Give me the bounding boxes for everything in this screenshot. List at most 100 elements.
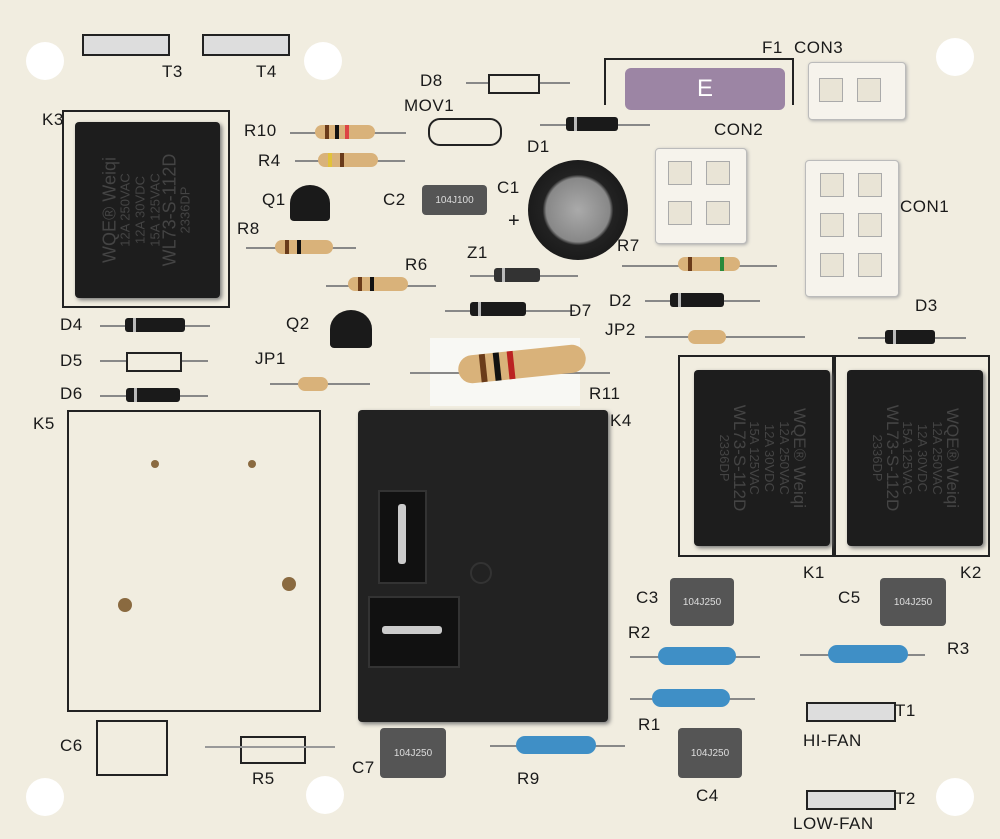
terminal-t3	[82, 34, 170, 56]
relay-model: WL73-S-112D	[882, 404, 902, 512]
relay-k4	[358, 410, 608, 722]
label-r7: R7	[617, 236, 640, 255]
capacitor-c5: 104J250	[880, 578, 946, 626]
resistor-jp1	[298, 377, 328, 391]
resistor-r9	[516, 736, 596, 754]
cap-marking: 104J250	[682, 596, 722, 608]
cap-marking: 104J250	[893, 596, 933, 608]
label-f1: F1	[762, 38, 783, 57]
label-d3: D3	[915, 296, 938, 315]
label-k4: K4	[610, 411, 632, 430]
label-mov1: MOV1	[404, 96, 455, 115]
relay-terminal	[368, 596, 460, 668]
terminal-t4	[202, 34, 290, 56]
pad	[248, 460, 256, 468]
fuse-marking: E	[696, 75, 713, 102]
label-t2: T2	[895, 789, 916, 808]
label-t1: T1	[895, 701, 916, 720]
resistor-r4	[318, 153, 378, 167]
resistor-jp2	[688, 330, 726, 344]
diode-d1	[566, 117, 618, 131]
transistor-q1	[290, 185, 330, 221]
label-d1: D1	[527, 137, 550, 156]
cap-marking: 104J100	[435, 194, 474, 206]
r5-outline	[240, 736, 306, 764]
relay-code: 2336DP	[177, 186, 193, 234]
relay-terminal	[378, 490, 427, 584]
label-c2: C2	[383, 190, 406, 209]
label-r3: R3	[947, 639, 970, 658]
relay-rating: 12A 30VDC	[761, 424, 777, 492]
label-c3: C3	[636, 588, 659, 607]
label-r10: R10	[244, 121, 277, 140]
label-c7: C7	[352, 758, 375, 777]
diode-d4	[125, 318, 185, 332]
fuse-outline	[604, 58, 794, 105]
mounting-hole	[26, 778, 64, 816]
connector-con1	[805, 160, 899, 297]
relay-model: WL73-S-112D	[159, 153, 180, 267]
relay-rating: 15A 125VAC	[746, 421, 762, 495]
capacitor-c1	[528, 160, 628, 260]
pad	[282, 577, 296, 591]
capacitor-c7: 104J250	[380, 728, 446, 778]
label-c5: C5	[838, 588, 861, 607]
label-k5: K5	[33, 414, 55, 433]
diode-d8	[488, 74, 540, 94]
polarity-plus: +	[508, 210, 521, 232]
label-k2: K2	[960, 563, 982, 582]
c6-outline	[96, 720, 168, 776]
terminal-t1	[806, 702, 896, 722]
relay-k1: WQE® Weiqi 12A 250VAC 12A 30VDC 15A 125V…	[694, 370, 830, 546]
cap-marking: 104J250	[393, 747, 433, 759]
resistor-r1	[652, 689, 730, 707]
relay-rating: 12A 30VDC	[914, 424, 930, 492]
label-d2: D2	[609, 291, 632, 310]
label-k1: K1	[803, 563, 825, 582]
label-con3: CON3	[794, 38, 844, 57]
resistor-r10	[315, 125, 375, 139]
resistor-r7	[678, 257, 740, 271]
capacitor-c2: 104J100	[422, 185, 487, 215]
mounting-hole	[306, 776, 344, 814]
terminal-t2	[806, 790, 896, 810]
label-c4: C4	[696, 786, 719, 805]
transistor-q2	[330, 310, 372, 348]
label-q1: Q1	[262, 190, 286, 209]
relay-brand: WQE® Weiqi	[99, 157, 120, 263]
label-r4: R4	[258, 151, 281, 170]
resistor-r6	[348, 277, 408, 291]
label-r8: R8	[237, 219, 260, 238]
label-k3: K3	[42, 110, 64, 129]
connector-con2	[655, 148, 747, 244]
label-con1: CON1	[900, 197, 950, 216]
relay-brand: WQE® Weiqi	[942, 407, 962, 509]
relay-model: WL73-S-112D	[729, 404, 749, 512]
label-z1: Z1	[467, 243, 488, 262]
diode-d6	[126, 388, 180, 402]
connector-con3	[808, 62, 906, 120]
label-jp2: JP2	[605, 320, 636, 339]
resistor-r3	[828, 645, 908, 663]
k1-outline	[678, 355, 834, 557]
diode-d2	[670, 293, 724, 307]
label-d5: D5	[60, 351, 83, 370]
k3-outline	[62, 110, 230, 308]
label-r9: R9	[517, 769, 540, 788]
relay-brand: WQE® Weiqi	[789, 407, 809, 509]
label-r5: R5	[252, 769, 275, 788]
diode-d7	[470, 302, 526, 316]
mounting-hole	[936, 778, 974, 816]
diode-d3	[885, 330, 935, 344]
label-r2: R2	[628, 623, 651, 642]
label-r6: R6	[405, 255, 428, 274]
lead	[205, 746, 335, 748]
relay-rating: 15A 125VAC	[899, 421, 915, 495]
label-d4: D4	[60, 315, 83, 334]
label-jp1: JP1	[255, 349, 286, 368]
label-low-fan: LOW-FAN	[793, 814, 874, 833]
mov1-outline	[428, 118, 502, 146]
diode-d5	[126, 352, 182, 372]
label-r1: R1	[638, 715, 661, 734]
